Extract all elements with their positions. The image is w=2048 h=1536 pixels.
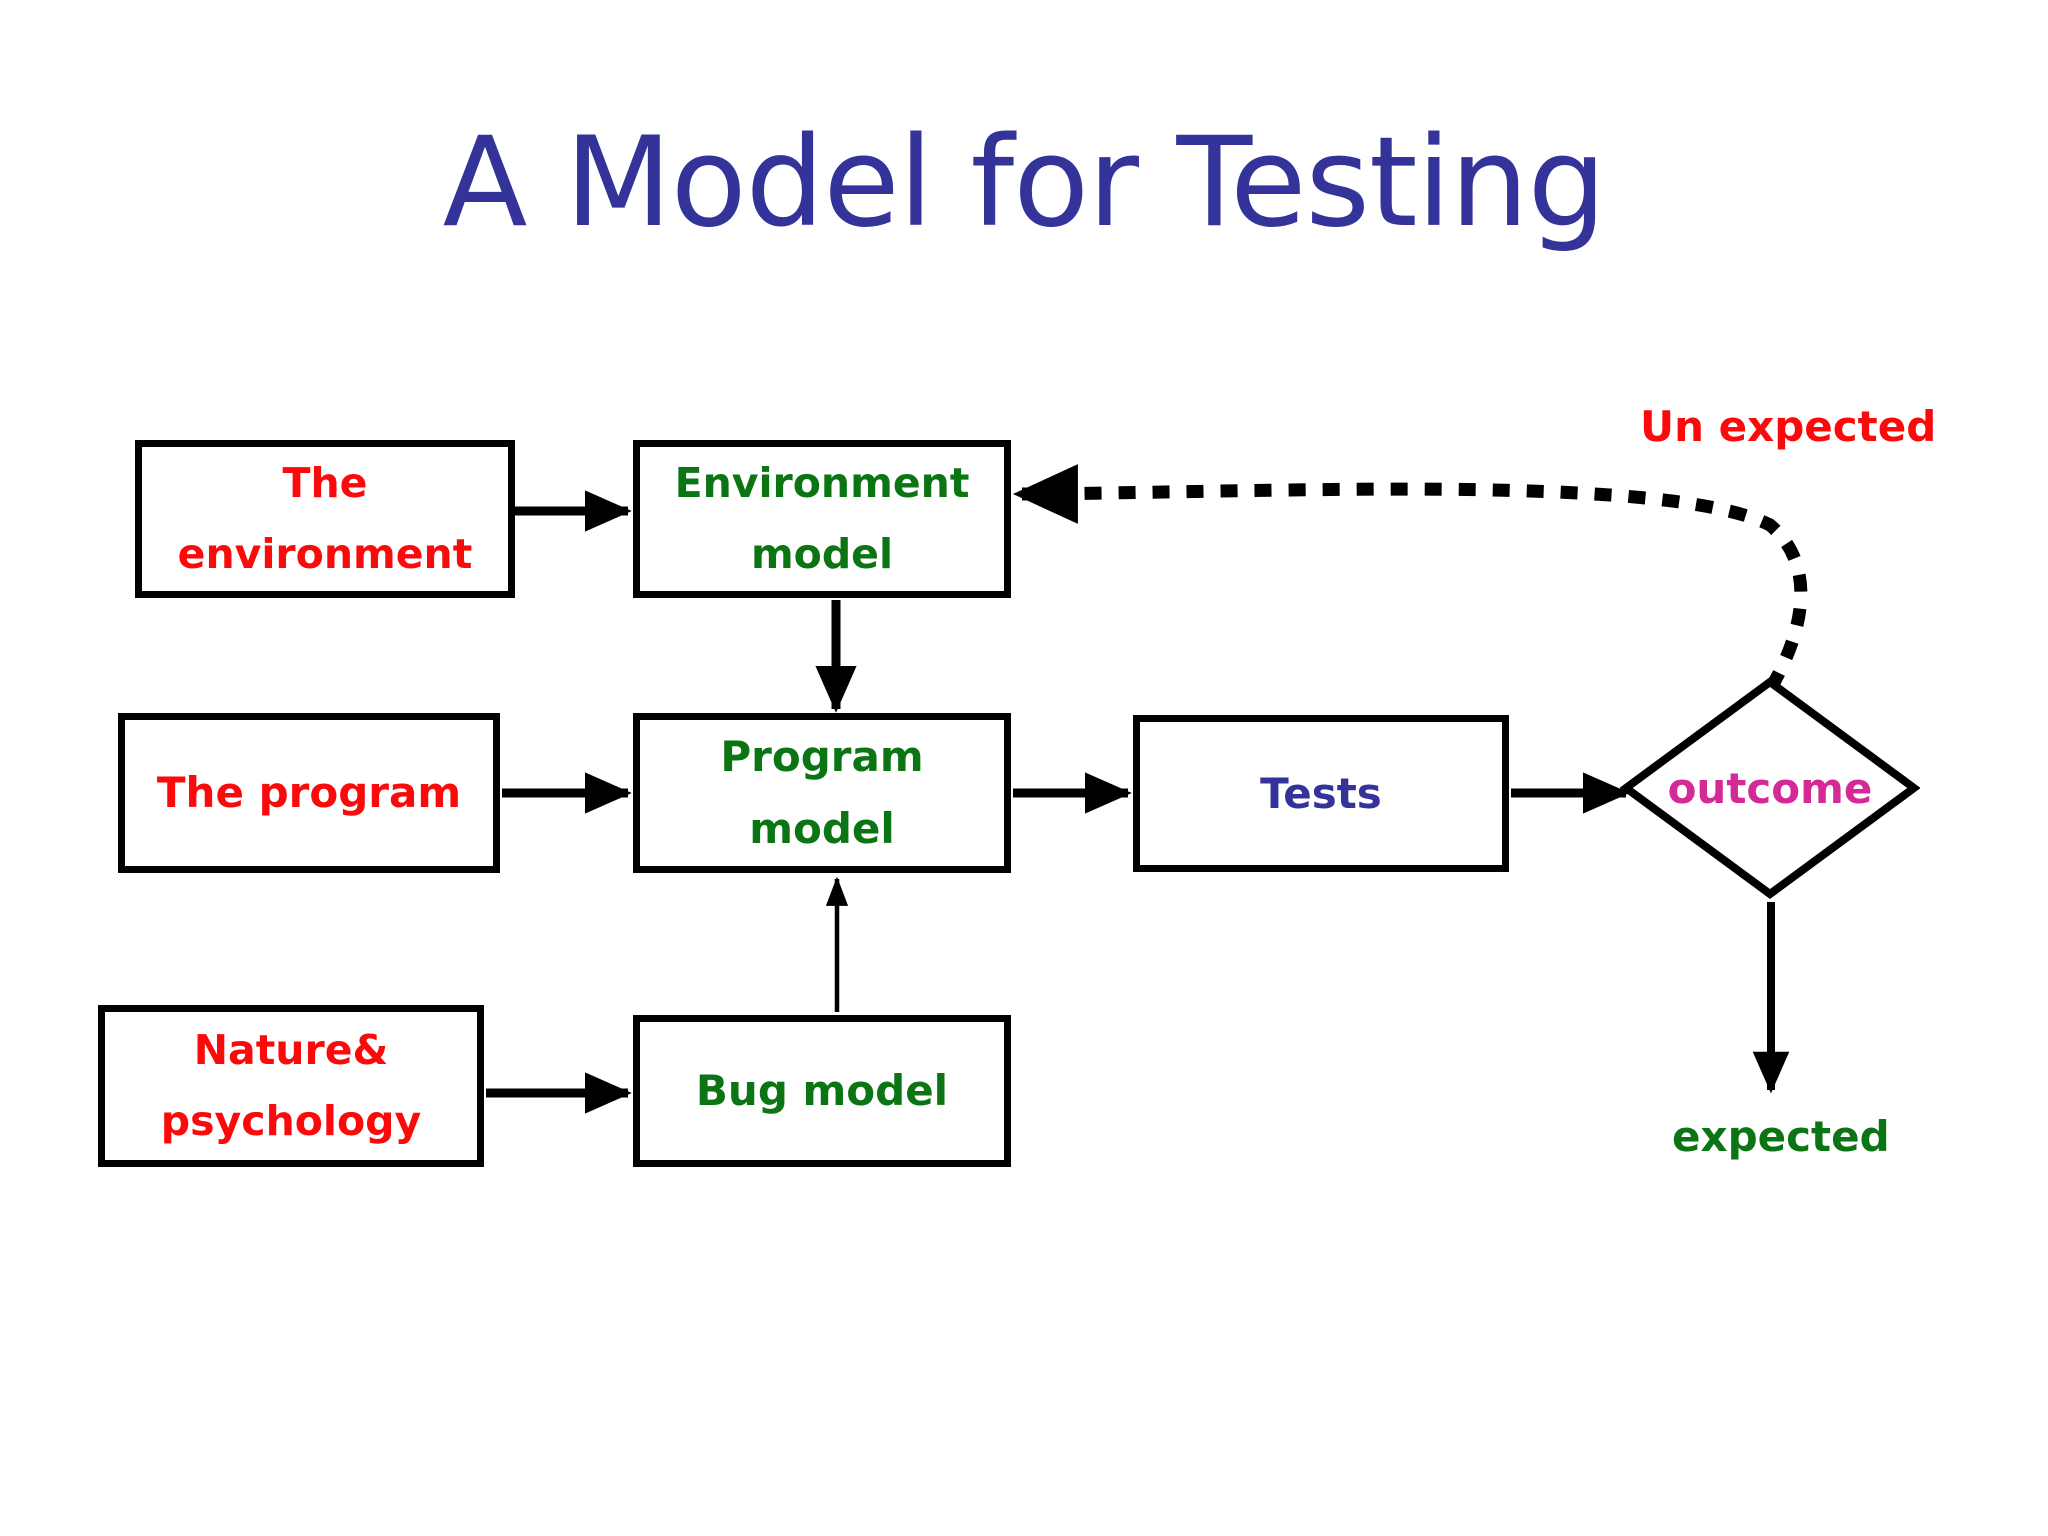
node-the-program[interactable]: The program bbox=[118, 713, 500, 873]
node-tests[interactable]: Tests bbox=[1133, 715, 1509, 872]
edge-label-un-expected: Un expected bbox=[1640, 402, 1937, 451]
node-bug-model[interactable]: Bug model bbox=[633, 1015, 1011, 1167]
node-nature-and-psychology[interactable]: Nature& psychology bbox=[98, 1005, 484, 1167]
node-environment-model[interactable]: Environment model bbox=[633, 440, 1011, 598]
node-the-environment[interactable]: The environment bbox=[135, 440, 515, 598]
node-program-model-line2: model bbox=[749, 804, 895, 853]
node-tests-label: Tests bbox=[1260, 768, 1382, 818]
node-bug-model-label: Bug model bbox=[695, 1066, 949, 1115]
node-environment-model-line1: Environment bbox=[674, 459, 970, 507]
node-program-model[interactable]: Program model bbox=[633, 713, 1011, 873]
node-the-environment-line1: The bbox=[282, 459, 368, 507]
edge-outcome-to-environment-model-unexpected bbox=[1012, 464, 1808, 692]
node-outcome-decision[interactable]: outcome bbox=[1620, 676, 1920, 900]
node-nature-line2: psychology bbox=[160, 1097, 422, 1145]
node-environment-model-line2: model bbox=[750, 530, 894, 578]
diamond-shape bbox=[1620, 677, 1920, 899]
node-nature-line1: Nature& bbox=[193, 1026, 389, 1074]
page-title: A Model for Testing bbox=[442, 111, 1607, 255]
node-the-environment-line2: environment bbox=[177, 530, 473, 578]
node-program-model-line1: Program bbox=[720, 732, 924, 781]
edge-label-expected: expected bbox=[1672, 1112, 1890, 1161]
node-the-program-label: The program bbox=[156, 768, 462, 817]
